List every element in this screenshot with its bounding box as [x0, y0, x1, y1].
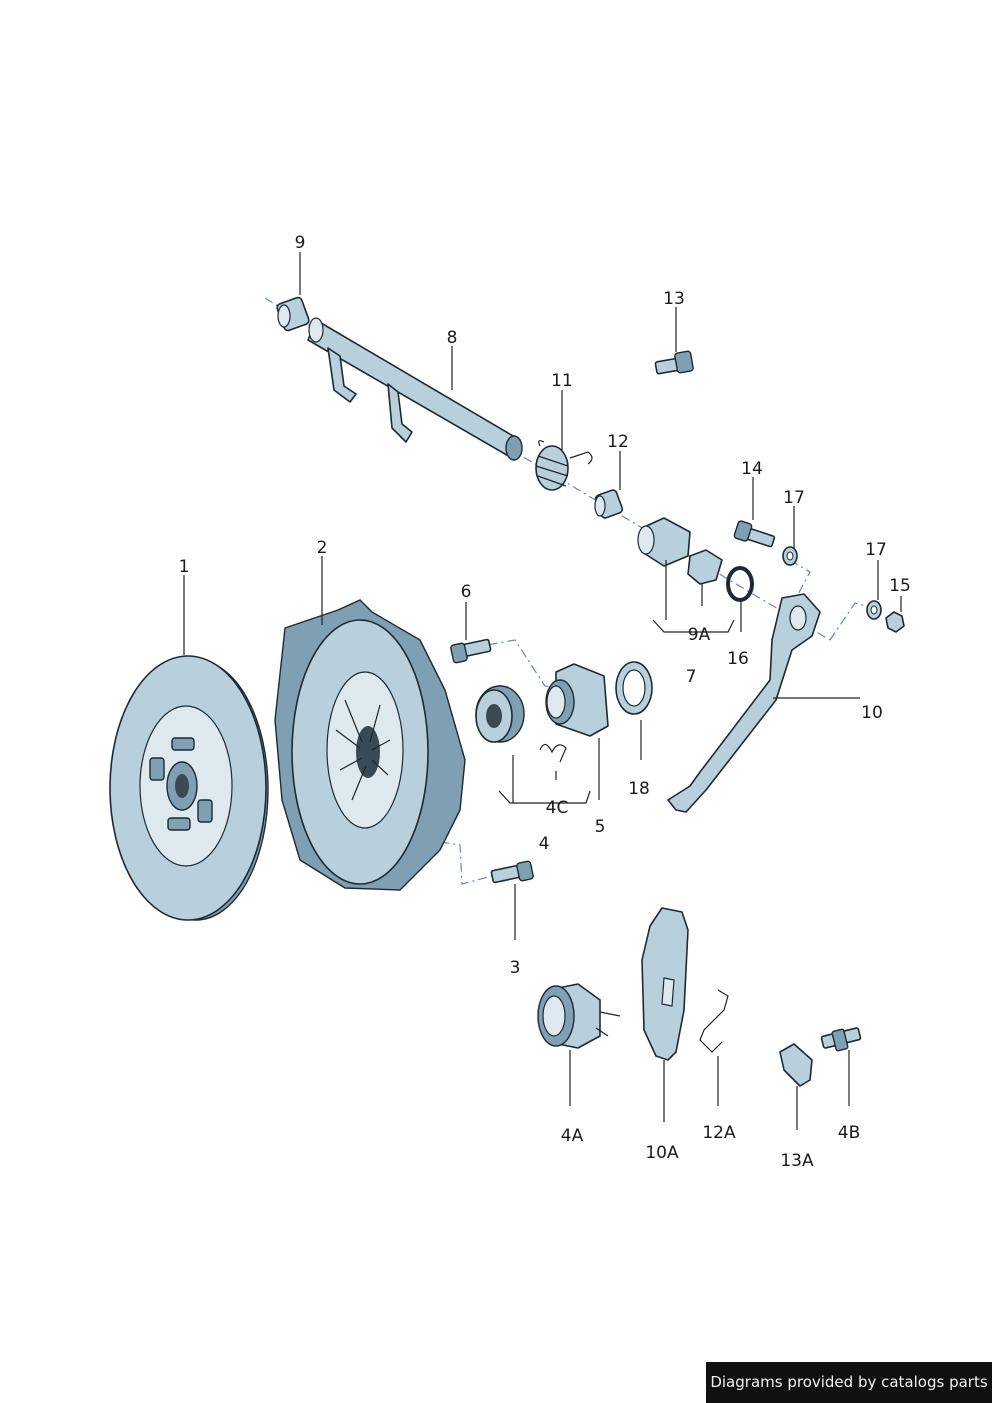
- washer-17[interactable]: [782, 546, 882, 620]
- label-12: 12: [607, 432, 629, 452]
- part-labels: 1 2 9 8 11 12 13 14 17 17 15 6 9A 16 7 1…: [179, 233, 911, 1171]
- label-6: 6: [461, 582, 472, 602]
- label-16: 16: [727, 649, 749, 669]
- label-1: 1: [179, 557, 190, 577]
- release-bearing-4a[interactable]: [537, 983, 621, 1049]
- stud-4b[interactable]: [820, 1027, 862, 1052]
- label-2: 2: [317, 538, 328, 558]
- release-shaft[interactable]: [307, 317, 523, 461]
- label-14: 14: [741, 459, 763, 479]
- bushing-7[interactable]: [637, 517, 723, 585]
- pivot-13a[interactable]: [779, 1043, 813, 1087]
- leader-lines: [183, 252, 902, 1130]
- label-3: 3: [510, 958, 521, 978]
- label-15: 15: [889, 576, 911, 596]
- clutch-disc[interactable]: [109, 655, 269, 921]
- label-9a: 9A: [688, 625, 711, 645]
- label-4a: 4A: [561, 1126, 584, 1146]
- bolt-13[interactable]: [654, 350, 694, 375]
- guide-sleeve[interactable]: [545, 663, 609, 737]
- bushing-12[interactable]: [594, 489, 624, 519]
- pressure-plate[interactable]: [274, 599, 466, 891]
- retaining-clip-4c[interactable]: [539, 743, 567, 763]
- release-bearing[interactable]: [475, 685, 525, 743]
- spring-clip-12a[interactable]: [699, 989, 729, 1053]
- credit-banner: Diagrams provided by catalogs parts: [706, 1362, 992, 1403]
- label-10a: 10A: [645, 1143, 679, 1163]
- label-4: 4: [539, 834, 550, 854]
- label-7: 7: [686, 667, 697, 687]
- seal-ring[interactable]: [615, 661, 653, 715]
- label-10: 10: [861, 703, 883, 723]
- label-17a: 17: [783, 488, 805, 508]
- release-lever[interactable]: [667, 593, 821, 813]
- label-11: 11: [551, 371, 573, 391]
- label-4c: 4C: [546, 798, 569, 818]
- label-9: 9: [295, 233, 306, 253]
- label-12a: 12A: [702, 1123, 736, 1143]
- nut-15[interactable]: [885, 611, 905, 633]
- label-13: 13: [663, 289, 685, 309]
- bolt-6[interactable]: [450, 638, 492, 664]
- bolt-3[interactable]: [490, 860, 534, 884]
- bushing-9[interactable]: [276, 296, 310, 332]
- release-lever-10a[interactable]: [641, 907, 689, 1061]
- label-8: 8: [447, 328, 458, 348]
- label-18: 18: [628, 779, 650, 799]
- label-5: 5: [595, 817, 606, 837]
- bolt-14[interactable]: [733, 520, 776, 548]
- label-4b: 4B: [838, 1123, 860, 1143]
- circlip-16[interactable]: [726, 566, 754, 602]
- return-spring[interactable]: [535, 440, 593, 491]
- label-13a: 13A: [780, 1151, 814, 1171]
- label-17b: 17: [865, 540, 887, 560]
